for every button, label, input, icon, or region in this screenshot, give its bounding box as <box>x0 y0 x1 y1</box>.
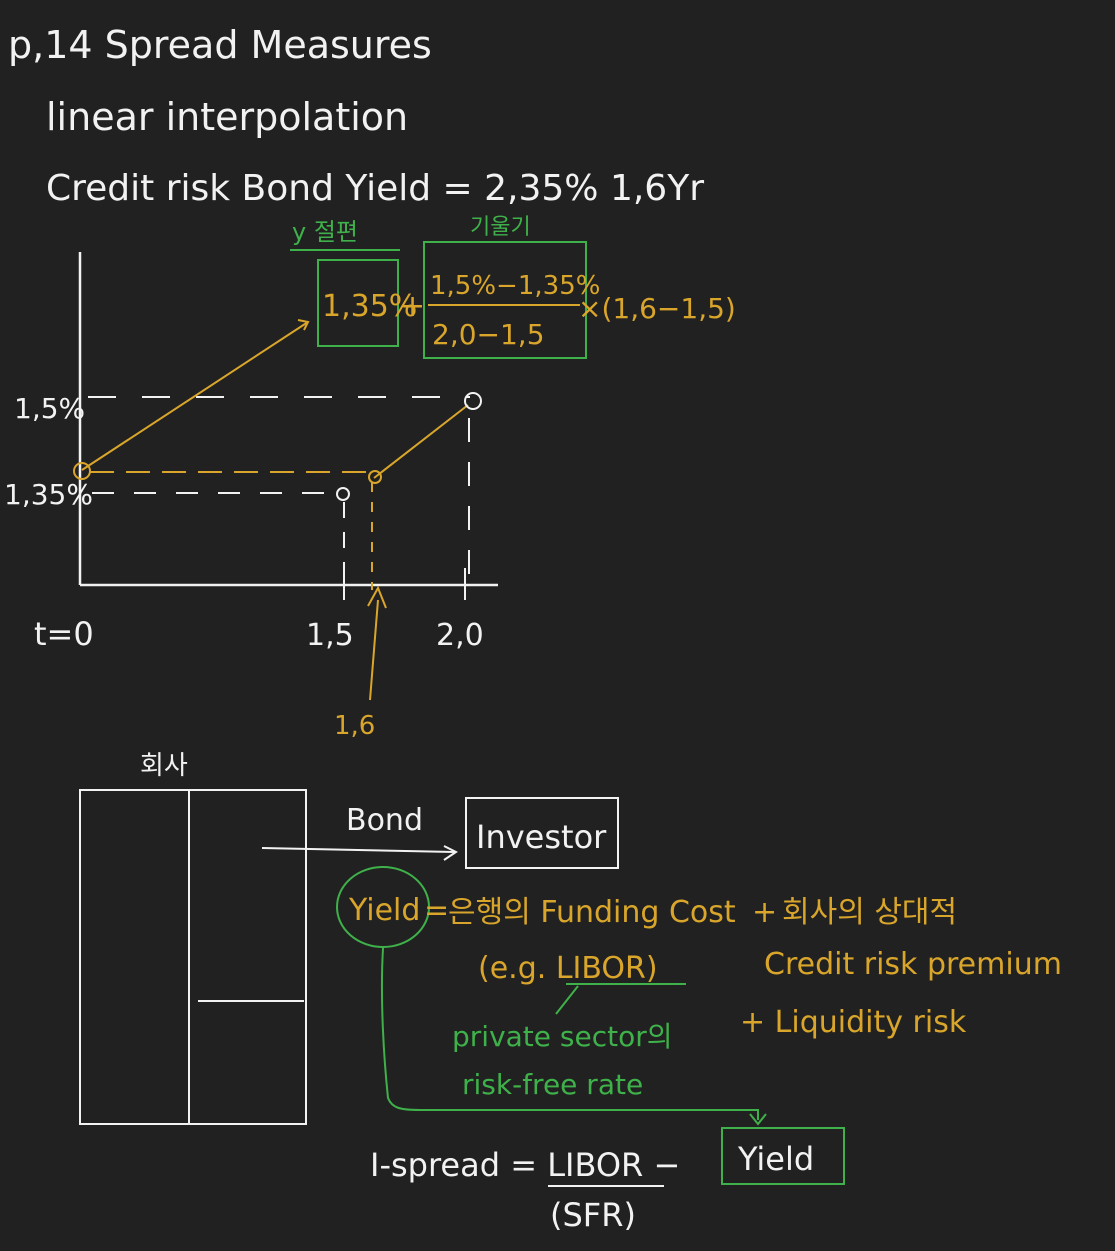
company-relative: 회사의 상대적 <box>782 895 957 930</box>
interpolation-line <box>373 404 469 479</box>
investor-box <box>465 797 619 869</box>
problem-statement: Credit risk Bond Yield = 2,35% 1,6Yr <box>46 168 704 209</box>
point-2-0 <box>464 392 482 410</box>
liquidity-risk: + Liquidity risk <box>740 1005 967 1040</box>
point-1-5 <box>336 487 350 501</box>
arrow-to-intercept <box>81 321 309 471</box>
slope-denominator: 2,0−1,5 <box>432 318 545 351</box>
point-t0 <box>73 462 91 480</box>
bond-arrow-head <box>443 845 458 861</box>
intercept-box <box>317 259 399 347</box>
company-label: 회사 <box>140 751 188 781</box>
sfr-label: (SFR) <box>550 1196 636 1234</box>
y-label-1-35: 1,35% <box>4 478 93 511</box>
slope-numerator: 1,5%−1,35% <box>430 271 600 301</box>
yield-circle <box>336 866 430 948</box>
ispread-yield: Yield <box>737 1140 814 1178</box>
yield-equals: = <box>424 893 449 928</box>
x-label-1-6: 1,6 <box>334 711 375 741</box>
ispread-formula: I-spread = LIBOR − <box>370 1146 680 1184</box>
company-balance-sheet <box>79 789 307 1125</box>
arrow-to-intercept-head <box>297 319 310 331</box>
investor-label: Investor <box>476 818 607 856</box>
yield-word: Yield <box>348 893 420 928</box>
libor-pointer <box>555 985 579 1015</box>
intercept-tag: y 절편 <box>292 218 358 246</box>
risk-free-note: risk-free rate <box>462 1068 643 1101</box>
private-sector-note: private sector의 <box>452 1020 673 1053</box>
bond-arrow <box>261 847 455 853</box>
yield-plus: + <box>752 895 777 930</box>
formula-plus: + <box>400 289 425 324</box>
yield-connector <box>380 947 759 1120</box>
x-label-2-0: 2,0 <box>436 618 484 653</box>
slope-box <box>423 241 587 359</box>
y-label-1-5: 1,5% <box>14 392 85 425</box>
formula-times: ×(1,6−1,5) <box>578 292 736 325</box>
formula-intercept: 1,35% <box>322 289 417 324</box>
credit-risk-premium: Credit risk premium <box>764 947 1062 982</box>
slope-tag: 기울기 <box>470 215 531 240</box>
arrow-1-6-head <box>367 585 387 609</box>
point-1-6 <box>368 470 382 484</box>
eg-libor: (e.g. LIBOR) <box>478 951 658 986</box>
x-label-1-5: 1,5 <box>306 618 354 653</box>
subtitle: linear interpolation <box>46 95 408 139</box>
yield-box <box>721 1127 845 1185</box>
yield-connector-head <box>749 1113 767 1126</box>
x-label-t0: t=0 <box>34 615 94 653</box>
arrow-1-6-shaft <box>369 599 379 701</box>
bank-funding-cost: 은행의 Funding Cost <box>448 895 736 930</box>
page-title: p,14 Spread Measures <box>8 23 432 67</box>
bond-label: Bond <box>346 803 423 838</box>
